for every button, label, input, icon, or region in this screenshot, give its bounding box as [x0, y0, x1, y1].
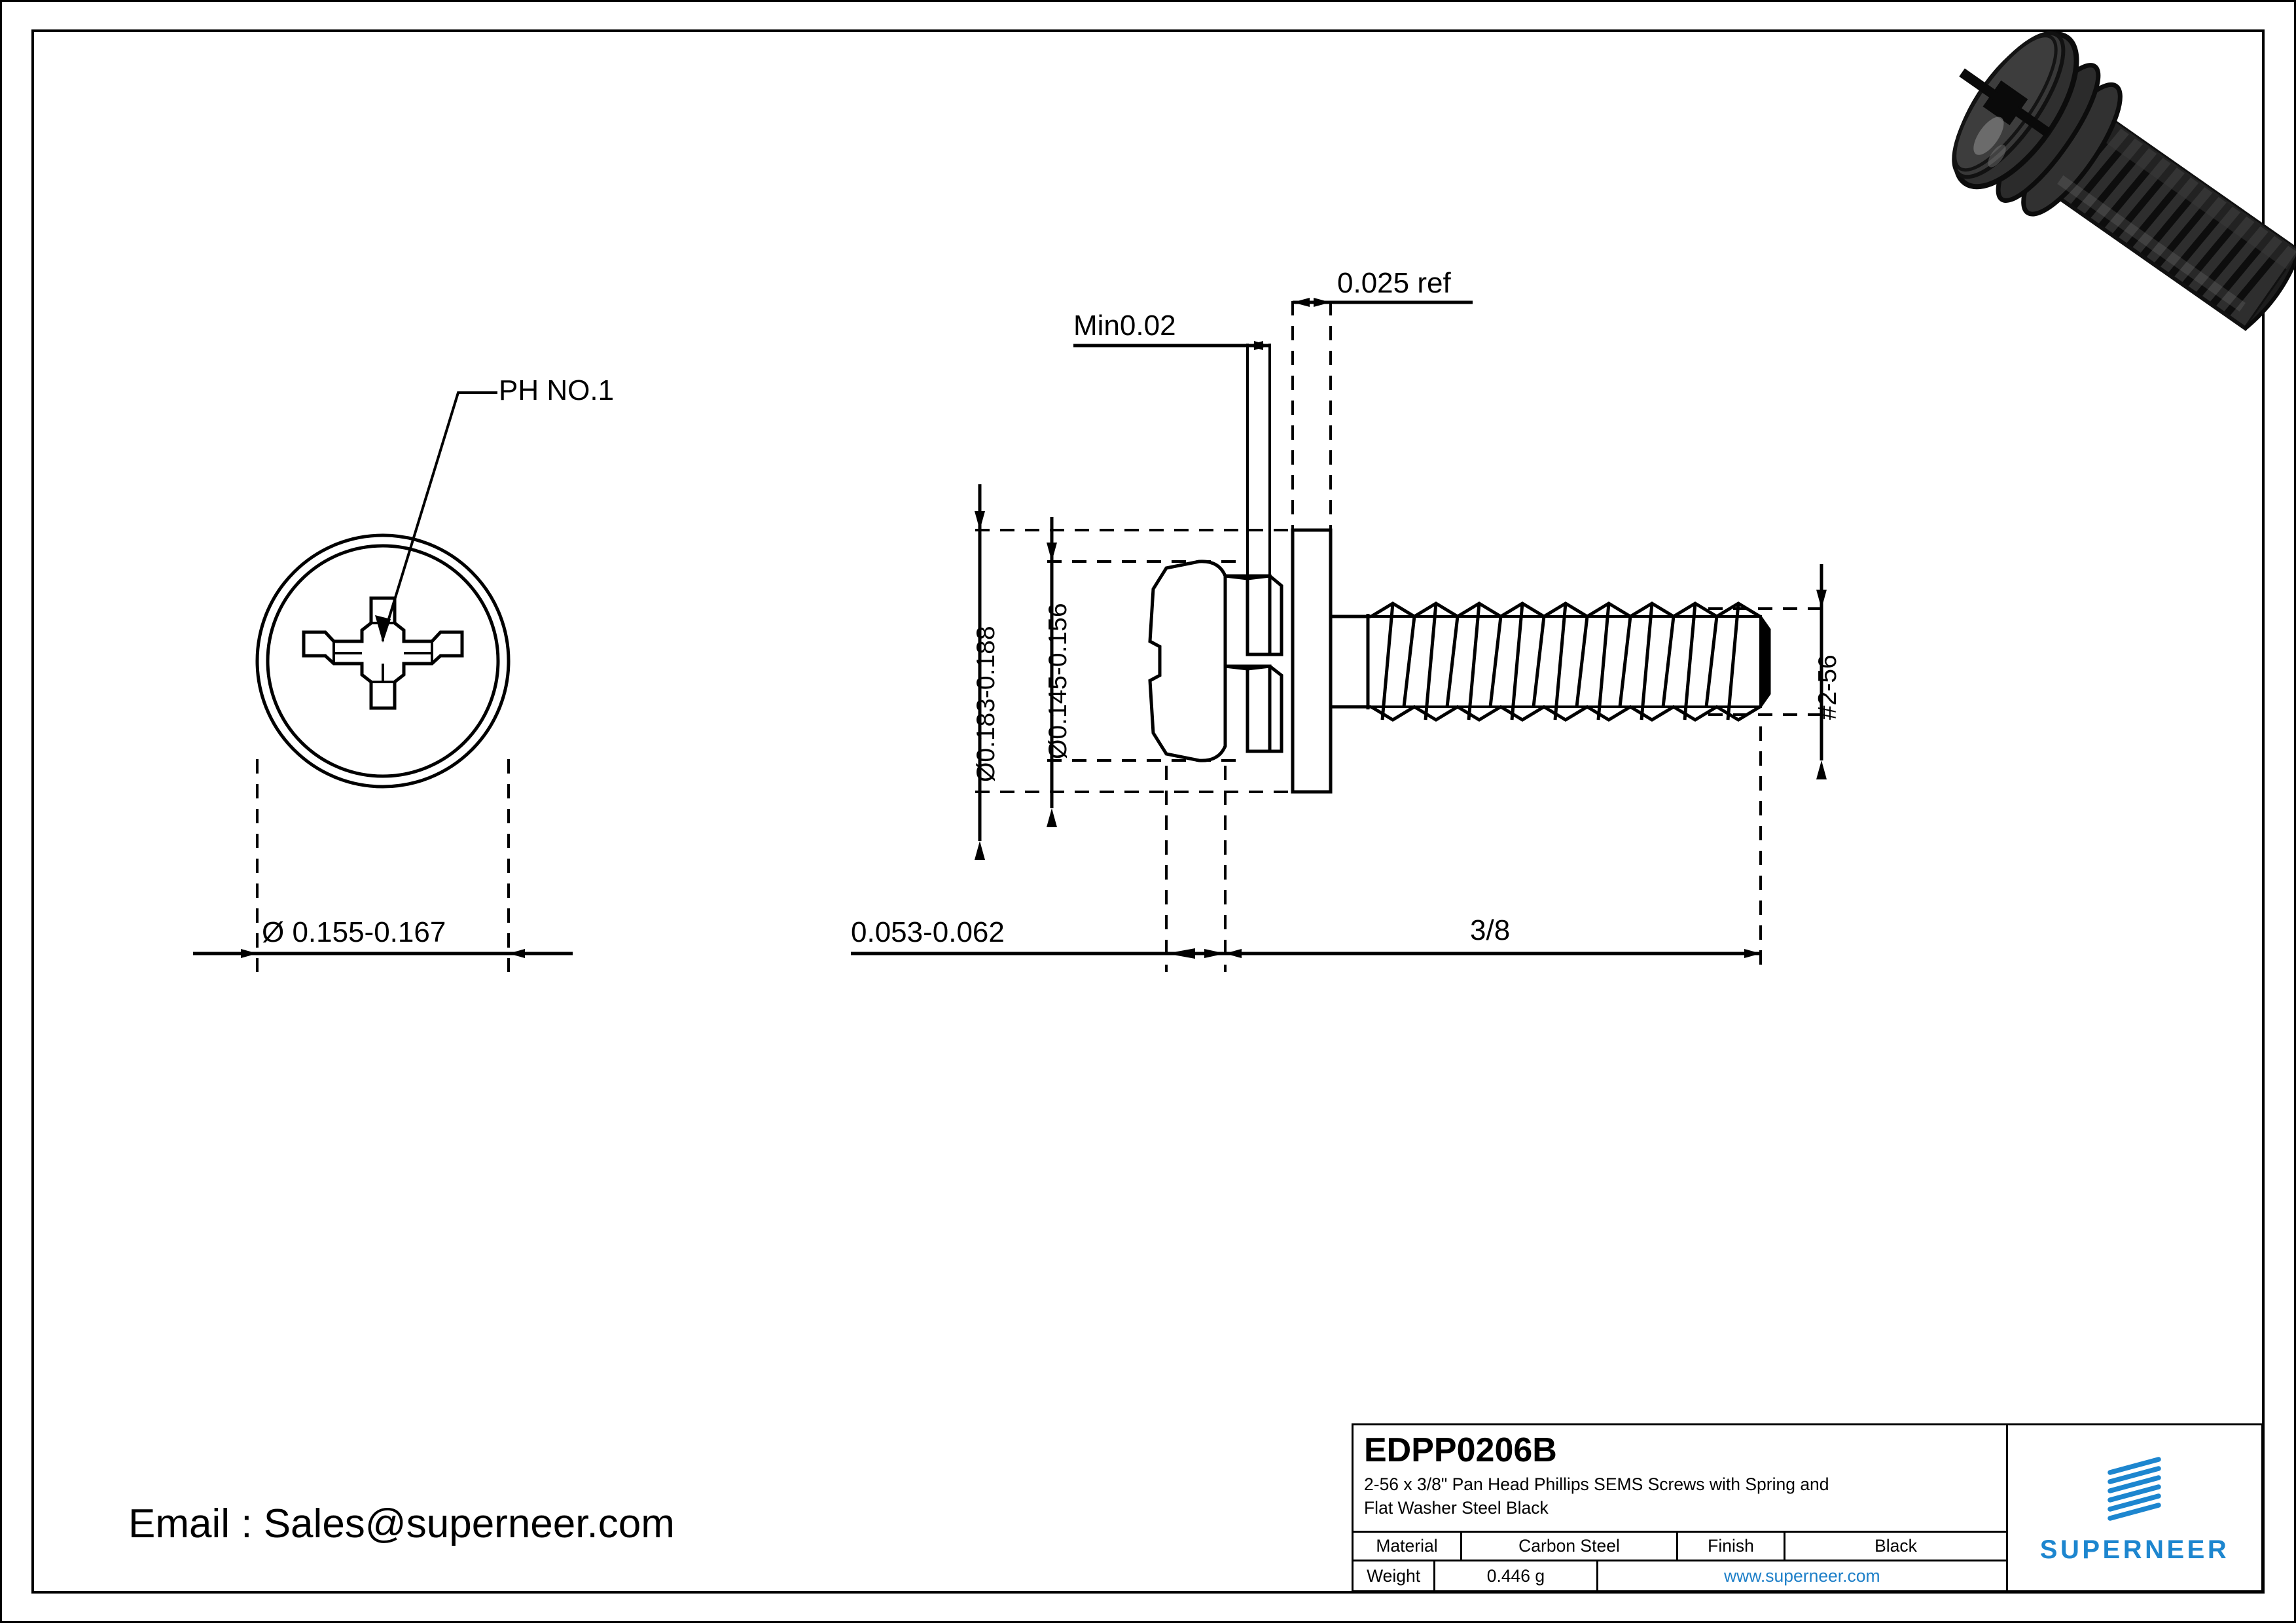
material-value: Carbon Steel: [1462, 1533, 1678, 1560]
dimension-spring-washer-min: Min0.02: [1073, 310, 1176, 342]
weight-label: Weight: [1354, 1561, 1436, 1590]
part-name-line2: Flat Washer Steel Black: [1364, 1498, 1549, 1518]
website-link[interactable]: www.superneer.com: [1723, 1565, 1880, 1586]
finish-value: Black: [1874, 1536, 1917, 1556]
dimension-washer-ref: 0.025 ref: [1337, 267, 1451, 299]
dimension-flat-washer-diameter: Ø0.183-0.188: [972, 626, 1000, 782]
finish-label: Finish: [1678, 1533, 1785, 1560]
dimension-head-height: 0.053-0.062: [851, 916, 1005, 948]
dimension-thread-spec: #2-56: [1814, 654, 1842, 720]
email-text: Email : Sales@superneer.com: [128, 1501, 675, 1546]
title-block-info: EDPP0206B 2-56 x 3/8" Pan Head Phillips …: [1354, 1425, 2008, 1590]
dimension-ph-callout: PH NO.1: [499, 374, 615, 406]
part-code: EDPP0206B: [1364, 1431, 1557, 1469]
drawing-frame: [31, 29, 2265, 1594]
dimension-head-diameter-side: Ø0.145-0.156: [1044, 603, 1072, 759]
screw-3d-render: [1952, 31, 2296, 331]
part-name: 2-56 x 3/8" Pan Head Phillips SEMS Screw…: [1364, 1472, 1996, 1520]
weight-value: 0.446 g: [1435, 1561, 1598, 1590]
brand-wordmark: SUPERNEER: [2039, 1535, 2230, 1564]
part-description: EDPP0206B 2-56 x 3/8" Pan Head Phillips …: [1354, 1425, 2006, 1533]
superneer-logo-icon: [2107, 1456, 2161, 1521]
weight-website-row: Weight 0.446 g www.superneer.com: [1354, 1561, 2006, 1590]
material-label: Material: [1354, 1533, 1462, 1560]
title-block: EDPP0206B 2-56 x 3/8" Pan Head Phillips …: [1352, 1423, 2263, 1592]
dimension-thread-length: 3/8: [1470, 914, 1511, 946]
front-view: [193, 391, 573, 972]
part-name-line1: 2-56 x 3/8" Pan Head Phillips SEMS Screw…: [1364, 1474, 1829, 1495]
material-finish-row: Material Carbon Steel Finish Black: [1354, 1533, 2006, 1561]
brand-logo: SUPERNEER: [2008, 1425, 2261, 1590]
side-view: [851, 298, 1827, 972]
dimension-head-diameter-front: Ø 0.155-0.167: [262, 916, 446, 948]
